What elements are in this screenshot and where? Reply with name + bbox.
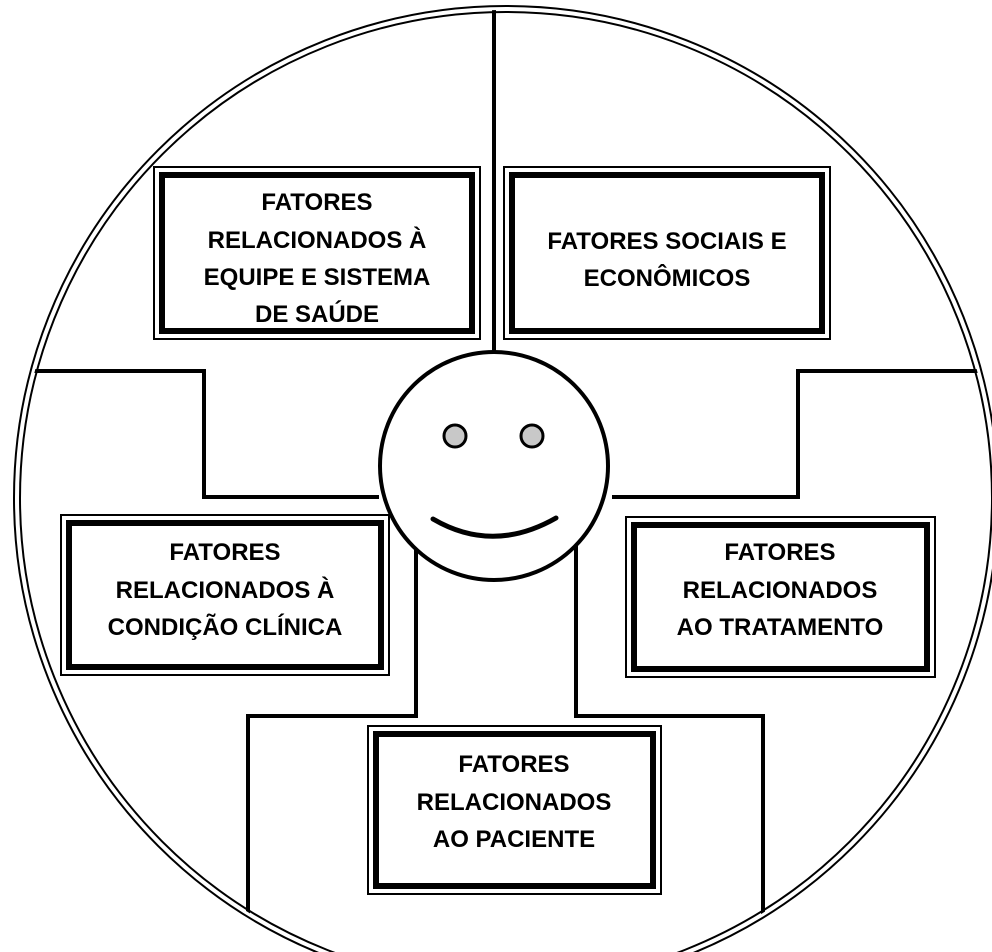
box-clinical-condition: FATORES RELACIONADOS À CONDIÇÃO CLÍNICA [60,514,390,676]
box-clinical-condition-inner [66,520,384,670]
box-health-system-inner [159,172,475,334]
smile-icon [430,515,559,539]
box-health-system-line-3: EQUIPE E SISTEMA [204,264,431,291]
box-patient-line-2: RELACIONADOS [417,789,612,816]
box-patient-line-3: AO PACIENTE [433,826,595,853]
divider-bottom-left [246,545,418,952]
divider-right [612,369,992,499]
box-health-system: FATORES RELACIONADOS À EQUIPE E SISTEMA … [153,166,481,340]
box-health-system-line-4: DE SAÚDE [255,300,379,328]
box-patient-line-1: FATORES [458,751,569,778]
box-treatment-line-2: RELACIONADOS [683,577,878,604]
divider-bottom-right [574,545,765,952]
box-social-economic-line-2: ECONÔMICOS [584,264,751,292]
box-clinical-condition-line-1: FATORES [169,539,280,566]
outer-circle-inner-ring [19,11,992,952]
face-circle [378,350,610,582]
patient-face [378,350,610,582]
box-clinical-condition-line-3: CONDIÇÃO CLÍNICA [108,613,343,641]
box-treatment: FATORES RELACIONADOS AO TRATAMENTO [625,516,936,678]
box-clinical-condition-line-2: RELACIONADOS À [116,576,335,604]
box-patient: FATORES RELACIONADOS AO PACIENTE [367,725,662,895]
box-patient-inner [373,731,656,889]
box-health-system-line-2: RELACIONADOS À [208,226,427,254]
right-eye-icon [519,423,545,449]
divider-lines [18,10,992,952]
box-health-system-line-1: FATORES [261,189,372,216]
left-eye-icon [442,423,468,449]
box-social-economic: FATORES SOCIAIS E ECONÔMICOS [503,166,831,340]
box-treatment-inner [631,522,930,672]
box-social-economic-line-1: FATORES SOCIAIS E [547,228,786,255]
divider-left [18,369,379,499]
box-treatment-line-3: AO TRATAMENTO [677,614,884,641]
box-social-economic-inner [509,172,825,334]
box-treatment-line-1: FATORES [724,539,835,566]
